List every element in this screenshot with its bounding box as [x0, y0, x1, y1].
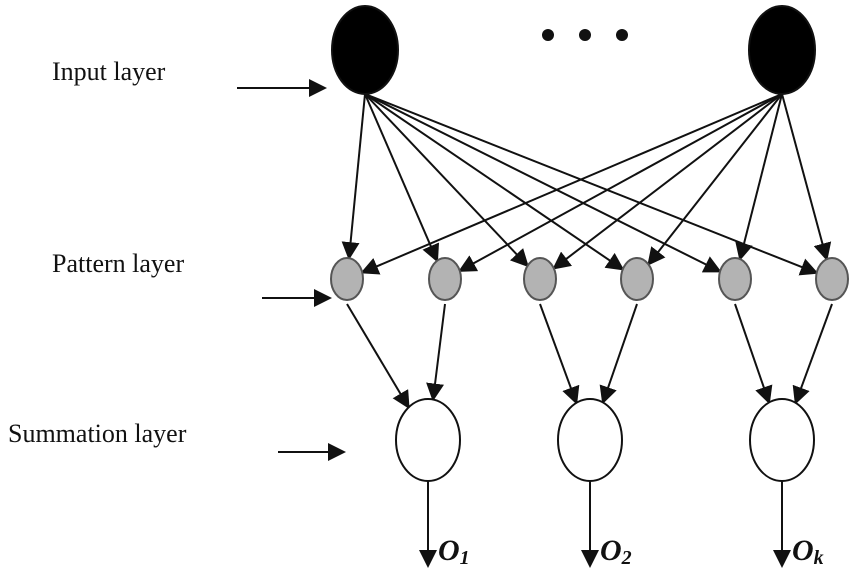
- edge-input1-pattern2: [364, 93, 440, 263]
- edge-input1-pattern6: [364, 93, 819, 276]
- output-label-subscript: k: [814, 547, 824, 569]
- output-label-base: O: [438, 534, 460, 567]
- output-label-1: O1: [438, 534, 470, 569]
- edge-input1-pattern5: [364, 93, 722, 273]
- ellipsis-dot-2: [579, 29, 591, 41]
- edge-input2-pattern5: [735, 93, 783, 262]
- edge-input2-pattern6: [781, 93, 832, 262]
- summation-node-3: [749, 398, 815, 482]
- ellipsis-dot-1: [542, 29, 554, 41]
- input-node-1: [331, 5, 399, 95]
- edge-input2-pattern2: [458, 93, 783, 272]
- pattern-node-1: [330, 257, 364, 301]
- edge-input1-pattern4: [364, 93, 625, 271]
- edge-input2-pattern1: [360, 93, 783, 275]
- nodes: [330, 5, 849, 482]
- edge-input1-pattern3: [364, 93, 529, 268]
- edge-pattern2-summation1: [426, 303, 446, 402]
- edge-pattern3-summation2: [539, 303, 580, 405]
- pattern-node-2: [428, 257, 462, 301]
- edge-pattern6-summation3: [792, 303, 833, 405]
- edge-input1-pattern1: [341, 93, 366, 261]
- output-label-subscript: 1: [460, 547, 470, 569]
- edge-input2-pattern3: [552, 93, 783, 270]
- input-layer-label: Input layer: [52, 57, 166, 86]
- summation-node-2: [557, 398, 623, 482]
- edge-pattern1-summation1: [346, 303, 410, 410]
- output-label-subscript: 2: [621, 547, 632, 569]
- edge-pattern4-summation2: [599, 303, 638, 405]
- pattern-node-6: [815, 257, 849, 301]
- pattern-node-3: [523, 257, 557, 301]
- summation-node-1: [395, 398, 461, 482]
- connection-edges: [341, 93, 833, 410]
- edge-input2-pattern4: [647, 93, 783, 266]
- output-label-base: O: [600, 534, 622, 567]
- ellipsis-dot-3: [616, 29, 628, 41]
- output-label-3: Ok: [792, 534, 824, 569]
- edge-pattern5-summation3: [734, 303, 773, 405]
- pattern-node-5: [718, 257, 752, 301]
- output-label-2: O2: [600, 534, 632, 569]
- pattern-node-4: [620, 257, 654, 301]
- pattern-layer-label: Pattern layer: [52, 249, 184, 278]
- summation-layer-label: Summation layer: [8, 419, 187, 448]
- input-node-2: [748, 5, 816, 95]
- output-label-base: O: [792, 534, 814, 567]
